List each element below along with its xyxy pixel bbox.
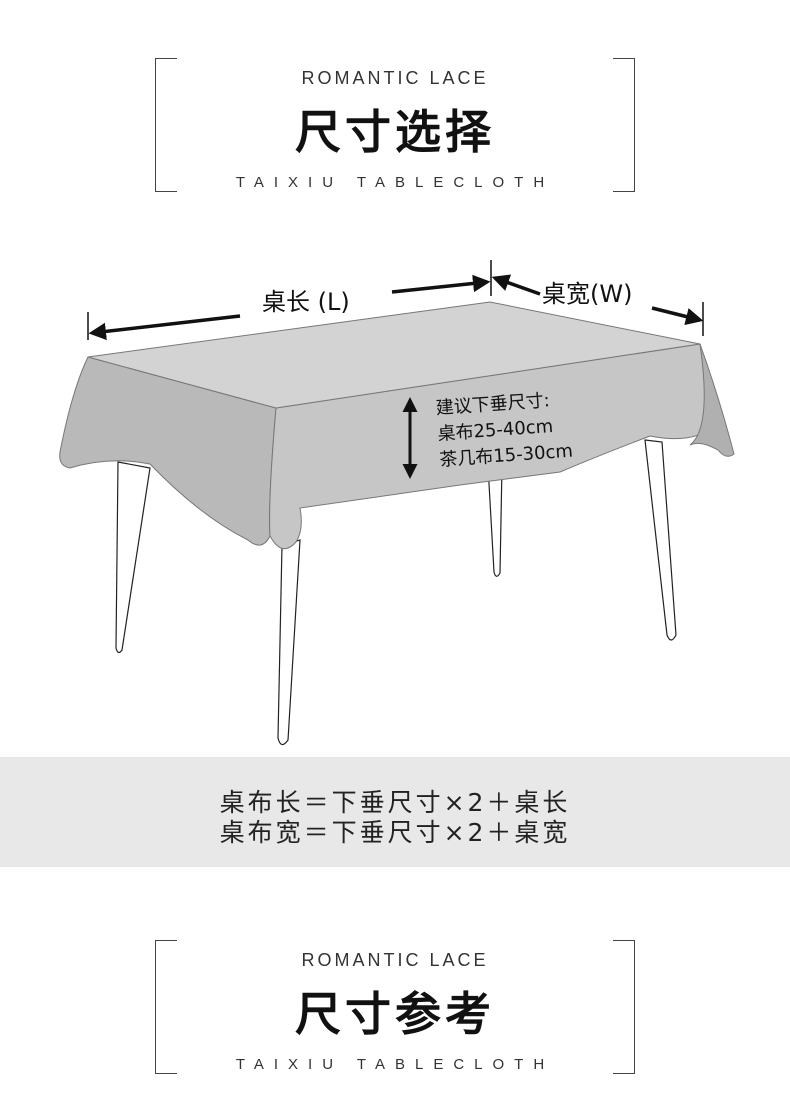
subtitle-bottom: TAIXIU TABLECLOTH: [235, 1056, 555, 1073]
leg-front-left: [115, 461, 151, 654]
dimension-lines: [88, 274, 704, 479]
right-bracket: [613, 940, 635, 1074]
subtitle-bottom: TAIXIU TABLECLOTH: [235, 174, 555, 191]
subtitle-top: ROMANTIC LACE: [301, 950, 489, 970]
section-title: 尺寸参考: [295, 987, 495, 1041]
right-bracket: [613, 58, 635, 192]
table-length-label: 桌长 (L): [262, 288, 350, 316]
tablecloth: [59, 301, 735, 550]
length-arrow-left: [88, 314, 241, 341]
table-legs: [115, 439, 677, 746]
left-bracket: [155, 940, 177, 1074]
formula-band: 桌布长＝下垂尺寸×2＋桌长 桌布宽＝下垂尺寸×2＋桌宽: [0, 757, 790, 867]
subtitle-top: ROMANTIC LACE: [301, 68, 489, 88]
tablecloth-diagram: 桌长 (L) 桌宽(W) 建议下垂尺寸: 桌布25-40cm 茶几布15-30c…: [59, 260, 735, 746]
dimension-ticks: [87, 260, 704, 340]
section-title-size-reference: ROMANTIC LACE 尺寸参考 TAIXIU TABLECLOTH: [0, 940, 790, 1080]
cloth-right-drop: [689, 343, 735, 457]
formula-width: 桌布宽＝下垂尺寸×2＋桌宽: [219, 818, 571, 847]
width-arrow-right: [651, 306, 704, 326]
width-arrow-left: [491, 274, 541, 296]
left-bracket: [155, 58, 177, 192]
cloth-top: [87, 301, 701, 409]
leg-right: [644, 439, 677, 641]
leg-front-middle: [277, 539, 301, 746]
page-title: 尺寸选择: [295, 105, 495, 159]
formula-length: 桌布长＝下垂尺寸×2＋桌长: [219, 788, 571, 817]
table-width-label: 桌宽(W): [542, 280, 632, 308]
section-title-size-selection: ROMANTIC LACE 尺寸选择 TAIXIU TABLECLOTH: [0, 58, 790, 198]
length-arrow-right: [391, 274, 491, 294]
leg-back-middle: [487, 465, 503, 577]
